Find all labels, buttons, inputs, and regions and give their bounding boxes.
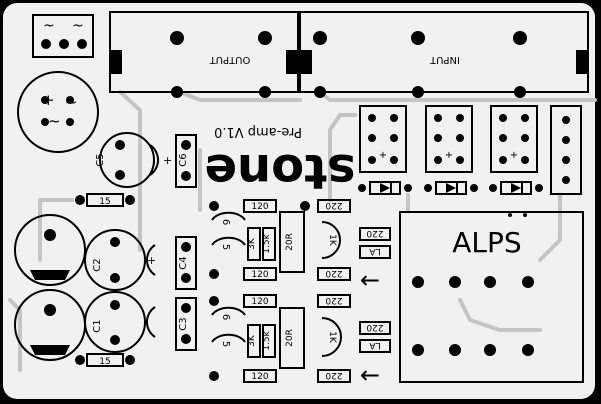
svg-text:220: 220	[366, 228, 383, 238]
brand-logo: stone	[204, 143, 355, 199]
capacitor-c1: C1	[84, 291, 156, 353]
svg-text:220: 220	[325, 200, 342, 210]
svg-text:6: 6	[220, 314, 231, 320]
svg-text:LA: LA	[368, 340, 380, 350]
svg-text:20R: 20R	[285, 329, 295, 347]
channel-top: 120 6 5 3K 1.5k 20R 120 220 1K 220 220 L…	[209, 199, 391, 294]
svg-text:LA: LA	[368, 246, 380, 256]
svg-text:C6: C6	[178, 153, 189, 166]
power-symbol-2: ~	[72, 18, 84, 34]
diode-3	[489, 181, 543, 195]
svg-text:20R: 20R	[285, 233, 295, 251]
svg-text:+: +	[510, 150, 518, 161]
resistor-15-top: 15	[75, 193, 135, 207]
svg-text:120: 120	[251, 202, 268, 212]
output-connector: OUTPUT	[109, 11, 299, 98]
capacitor-c3: C3	[175, 297, 197, 351]
input-connector: INPUT	[299, 11, 589, 98]
arrow-top: ←	[360, 266, 380, 294]
svg-text:+: +	[147, 254, 156, 267]
relay-3: +	[490, 105, 538, 173]
diode-1	[358, 181, 412, 195]
svg-text:C3: C3	[178, 317, 189, 330]
svg-text:1K: 1K	[327, 331, 337, 344]
capacitor-c5: C5 +	[95, 132, 172, 188]
copper-traces	[8, 90, 597, 372]
svg-text:3K: 3K	[247, 334, 257, 347]
svg-text:C4: C4	[178, 256, 189, 269]
svg-text:15: 15	[99, 197, 110, 207]
resistor-15-bottom: 15	[75, 353, 135, 367]
capacitor-c2: C2 +	[84, 229, 156, 291]
svg-text:120: 120	[251, 297, 268, 307]
bridge-rectifier: + ~ ~ -	[17, 71, 99, 153]
input-label: INPUT	[429, 54, 460, 65]
svg-text:1K: 1K	[327, 234, 337, 247]
capacitor-big-1	[14, 214, 86, 286]
svg-text:6: 6	[220, 219, 231, 225]
relay-2: +	[425, 105, 473, 173]
svg-text:220: 220	[325, 370, 342, 380]
svg-text:5: 5	[220, 341, 231, 347]
svg-text:220: 220	[325, 295, 342, 305]
header-connector	[550, 105, 582, 195]
channel-bottom: 120 6 5 3K 1.5k 20R 120 220 1K 220 220 L…	[209, 294, 391, 389]
svg-text:C5: C5	[95, 153, 106, 166]
svg-text:+: +	[163, 154, 172, 167]
power-symbol-1: ~	[43, 18, 55, 34]
arrow-bottom: ←	[360, 361, 380, 389]
relay-1: +	[359, 105, 407, 173]
alps-potentiometer: ALPS	[399, 211, 584, 383]
capacitor-c6: C6	[175, 134, 197, 188]
svg-text:220: 220	[366, 322, 383, 332]
alps-label: ALPS	[452, 226, 521, 259]
capacitor-c4: C4	[175, 236, 197, 290]
svg-text:3K: 3K	[247, 237, 257, 250]
svg-text:~: ~	[48, 112, 61, 130]
svg-text:5: 5	[220, 244, 231, 250]
svg-text:C2: C2	[92, 258, 103, 271]
svg-text:120: 120	[251, 270, 268, 280]
svg-text:+: +	[379, 150, 387, 161]
output-label: OUTPUT	[209, 54, 251, 65]
svg-text:15: 15	[99, 357, 110, 367]
svg-text:1.5k: 1.5k	[262, 330, 272, 350]
svg-text:+: +	[445, 150, 453, 161]
svg-text:C1: C1	[92, 319, 103, 332]
power-connector: ~ ~	[32, 14, 94, 58]
svg-text:220: 220	[325, 268, 342, 278]
diode-2	[424, 181, 478, 195]
svg-text:1.5k: 1.5k	[262, 233, 272, 253]
model-label: Pre-amp V1.0	[214, 124, 302, 139]
svg-text:120: 120	[251, 372, 268, 382]
